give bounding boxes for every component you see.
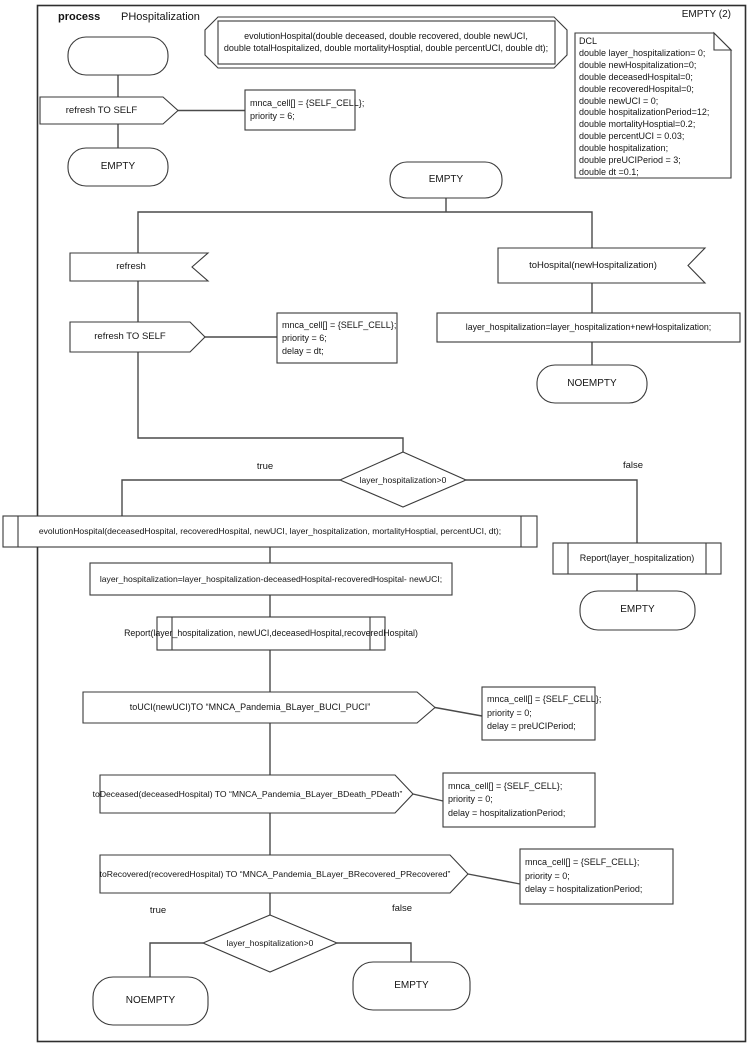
- process-name-label: PHospitalization: [121, 11, 200, 24]
- task-touci-label: mnca_cell[] = {SELF_CELL}; priority = 0;…: [487, 694, 602, 732]
- input-refresh-label: refresh: [116, 261, 146, 273]
- proc-report-short-label: Report(layer_hospitalization): [579, 552, 695, 563]
- process-keyword-label: process: [58, 11, 101, 24]
- decision2-true-label: true: [149, 905, 167, 917]
- task-refresh-delay-label: mnca_cell[] = {SELF_CELL}; priority = 6;…: [282, 319, 397, 356]
- dcl-declarations-text: DCL double layer_hospitalization= 0; dou…: [579, 36, 710, 177]
- proc-report-full-box: [156, 616, 386, 651]
- state-ref-empty2-label: EMPTY (2): [681, 9, 731, 21]
- output-touci-symbol: [82, 691, 436, 724]
- proc-evolution-box: [2, 515, 538, 548]
- state-noempty-bottom-label: NOEMPTY: [125, 994, 176, 1006]
- task-add-hospitalization-label: layer_hospitalization=layer_hospitalizat…: [465, 322, 712, 332]
- state-empty-topleft-label: EMPTY: [100, 160, 136, 172]
- decision1-false-label: false: [622, 460, 644, 472]
- output-refresh-self-top-symbol: [39, 96, 179, 125]
- task-add-hospitalization-box: [436, 312, 741, 343]
- state-empty-main-symbol: [389, 161, 503, 199]
- state-noempty-bottom-symbol: [92, 976, 209, 1026]
- state-noempty-main-symbol: [536, 364, 648, 404]
- output-todeceased-symbol: [99, 774, 414, 814]
- decision2-false-label: false: [391, 903, 413, 915]
- task-subtract-label: layer_hospitalization=layer_hospitalizat…: [99, 573, 443, 584]
- task-priority6-label: mnca_cell[] = {SELF_CELL}; priority = 6;: [250, 98, 365, 121]
- task-subtract-box: [89, 562, 453, 596]
- state-empty-bottom-label: EMPTY: [394, 979, 429, 991]
- decision1-condition-label: layer_hospitalization>0: [359, 474, 447, 485]
- flow-connectors: [117, 75, 638, 977]
- task-touci-box: [481, 686, 596, 741]
- output-refresh-self-top-label: refresh TO SELF: [65, 104, 138, 116]
- input-tohospital-symbol: [497, 247, 707, 284]
- text-symbol-inner: [217, 20, 556, 65]
- output-refresh-self-main-symbol: [69, 321, 206, 353]
- output-torecovered-symbol: [99, 854, 469, 894]
- state-empty-bottom-symbol: [352, 961, 471, 1011]
- state-empty-right-label: EMPTY: [620, 604, 655, 616]
- proc-report-full-label: Report(layer_hospitalization, newUCI,dec…: [124, 628, 418, 638]
- task-todeceased-label: mnca_cell[] = {SELF_CELL}; priority = 0;…: [448, 780, 566, 818]
- decision2-condition-label: layer_hospitalization>0: [226, 938, 314, 949]
- decision1-diamond: [338, 451, 468, 508]
- task-priority6-box: [244, 89, 356, 131]
- state-noempty-main-label: NOEMPTY: [567, 377, 617, 389]
- input-tohospital-label: toHospital(newHospitalization): [529, 259, 657, 271]
- input-refresh-symbol: [69, 252, 210, 282]
- output-torecovered-label: toRecovered(recoveredHospital) TO “MNCA_…: [99, 868, 451, 879]
- state-empty-main-label: EMPTY: [428, 173, 464, 185]
- task-refresh-delay-box: [276, 312, 398, 364]
- state-empty-topleft-symbol: [67, 147, 169, 187]
- dcl-note-fold-corner: [713, 31, 733, 51]
- dcl-note-symbol: [574, 32, 732, 179]
- output-todeceased-label: toDeceased(deceasedHospital) TO “MNCA_Pa…: [92, 788, 403, 799]
- output-refresh-self-main-label: refresh TO SELF: [94, 331, 166, 343]
- text-symbol-signature: evolutionHospital(double deceased, doubl…: [223, 31, 549, 53]
- state-empty-right-symbol: [579, 590, 696, 631]
- proc-evolution-label: evolutionHospital(deceasedHospital, reco…: [38, 526, 502, 537]
- decision1-true-label: true: [256, 461, 274, 473]
- task-todeceased-box: [442, 772, 596, 828]
- task-torecovered-box: [519, 848, 674, 905]
- task-torecovered-label: mnca_cell[] = {SELF_CELL}; priority = 0;…: [525, 857, 643, 895]
- proc-report-short-box: [552, 542, 722, 575]
- decision2-diamond: [201, 914, 339, 973]
- output-touci-label: toUCI(newUCI)TO “MNCA_Pandemia_BLayer_BU…: [129, 701, 371, 712]
- start-state-symbol: [67, 36, 169, 76]
